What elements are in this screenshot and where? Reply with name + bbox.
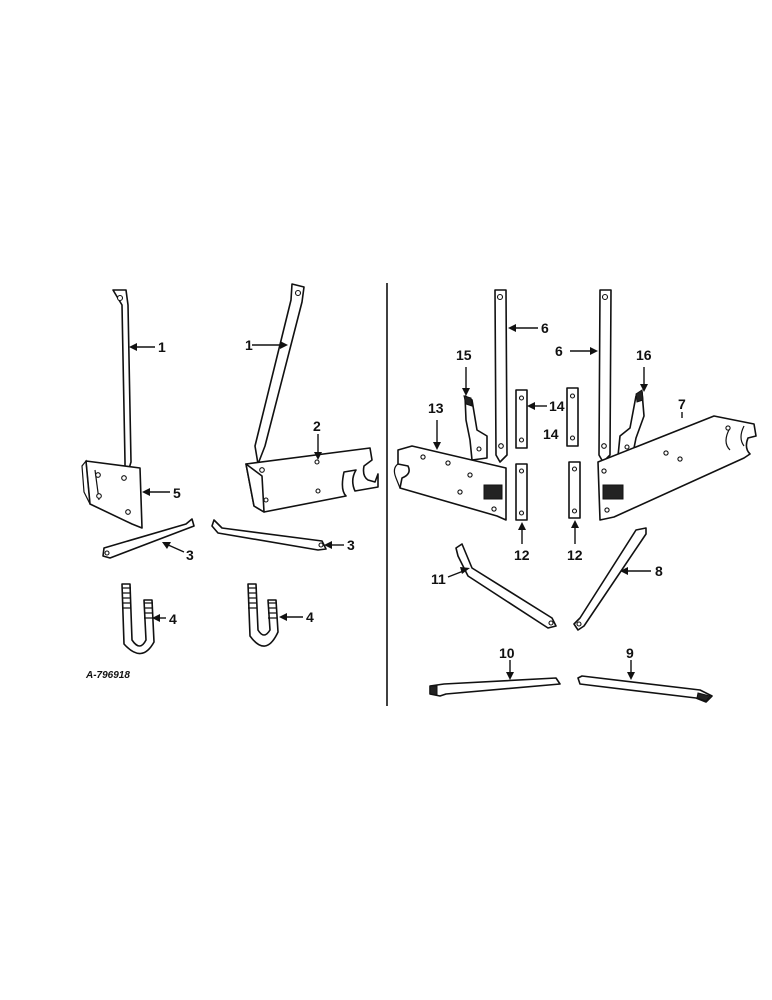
part-11-strap [455,543,557,629]
part-8-strap [573,527,647,631]
callout-3-left: 3 [186,547,194,563]
callout-10: 10 [499,645,515,661]
callout-2: 2 [313,418,321,434]
part-4-u-bolt-right [247,583,279,647]
callout-1-right: 1 [245,337,253,353]
part-15-bracket [463,395,488,461]
callout-1-left: 1 [158,339,166,355]
part-5-bracket [81,459,143,529]
callout-7: 7 [678,396,686,412]
part-6-brace-right [598,289,612,463]
callout-12-left: 12 [514,547,530,563]
part-10-bar [429,677,561,697]
part-7-bracket [597,415,757,521]
part-3-strap-left [102,518,195,559]
part-14-strap-right [566,387,579,447]
part-14-strap-left [515,389,528,449]
part-1-brace-right [254,283,305,465]
callout-6-left: 6 [541,320,549,336]
callout-arrows [129,324,683,680]
part-1-brace-left [112,289,132,483]
callout-12-right: 12 [567,547,583,563]
callout-11: 11 [431,571,446,587]
part-6-brace-left [494,289,508,463]
part-12-strap-right [568,461,581,519]
callout-6-right: 6 [555,343,563,359]
callout-14-right: 14 [543,426,559,442]
callout-3-right: 3 [347,537,355,553]
callout-8: 8 [655,563,663,579]
callout-5: 5 [173,485,181,501]
callout-13: 13 [428,400,444,416]
callout-15: 15 [456,347,472,363]
callout-4-left: 4 [169,611,177,627]
part-3-strap-right [211,519,327,551]
callout-4-right: 4 [306,609,314,625]
part-12-strap-left [515,463,528,521]
part-2-bracket [245,447,379,513]
callout-16: 16 [636,347,652,363]
part-13-bracket [393,445,507,521]
part-4-u-bolt-left [121,583,155,655]
callout-14-left: 14 [549,398,565,414]
figure-caption: A-796918 [85,670,130,681]
callout-9: 9 [626,645,634,661]
part-9-bar [577,675,713,703]
